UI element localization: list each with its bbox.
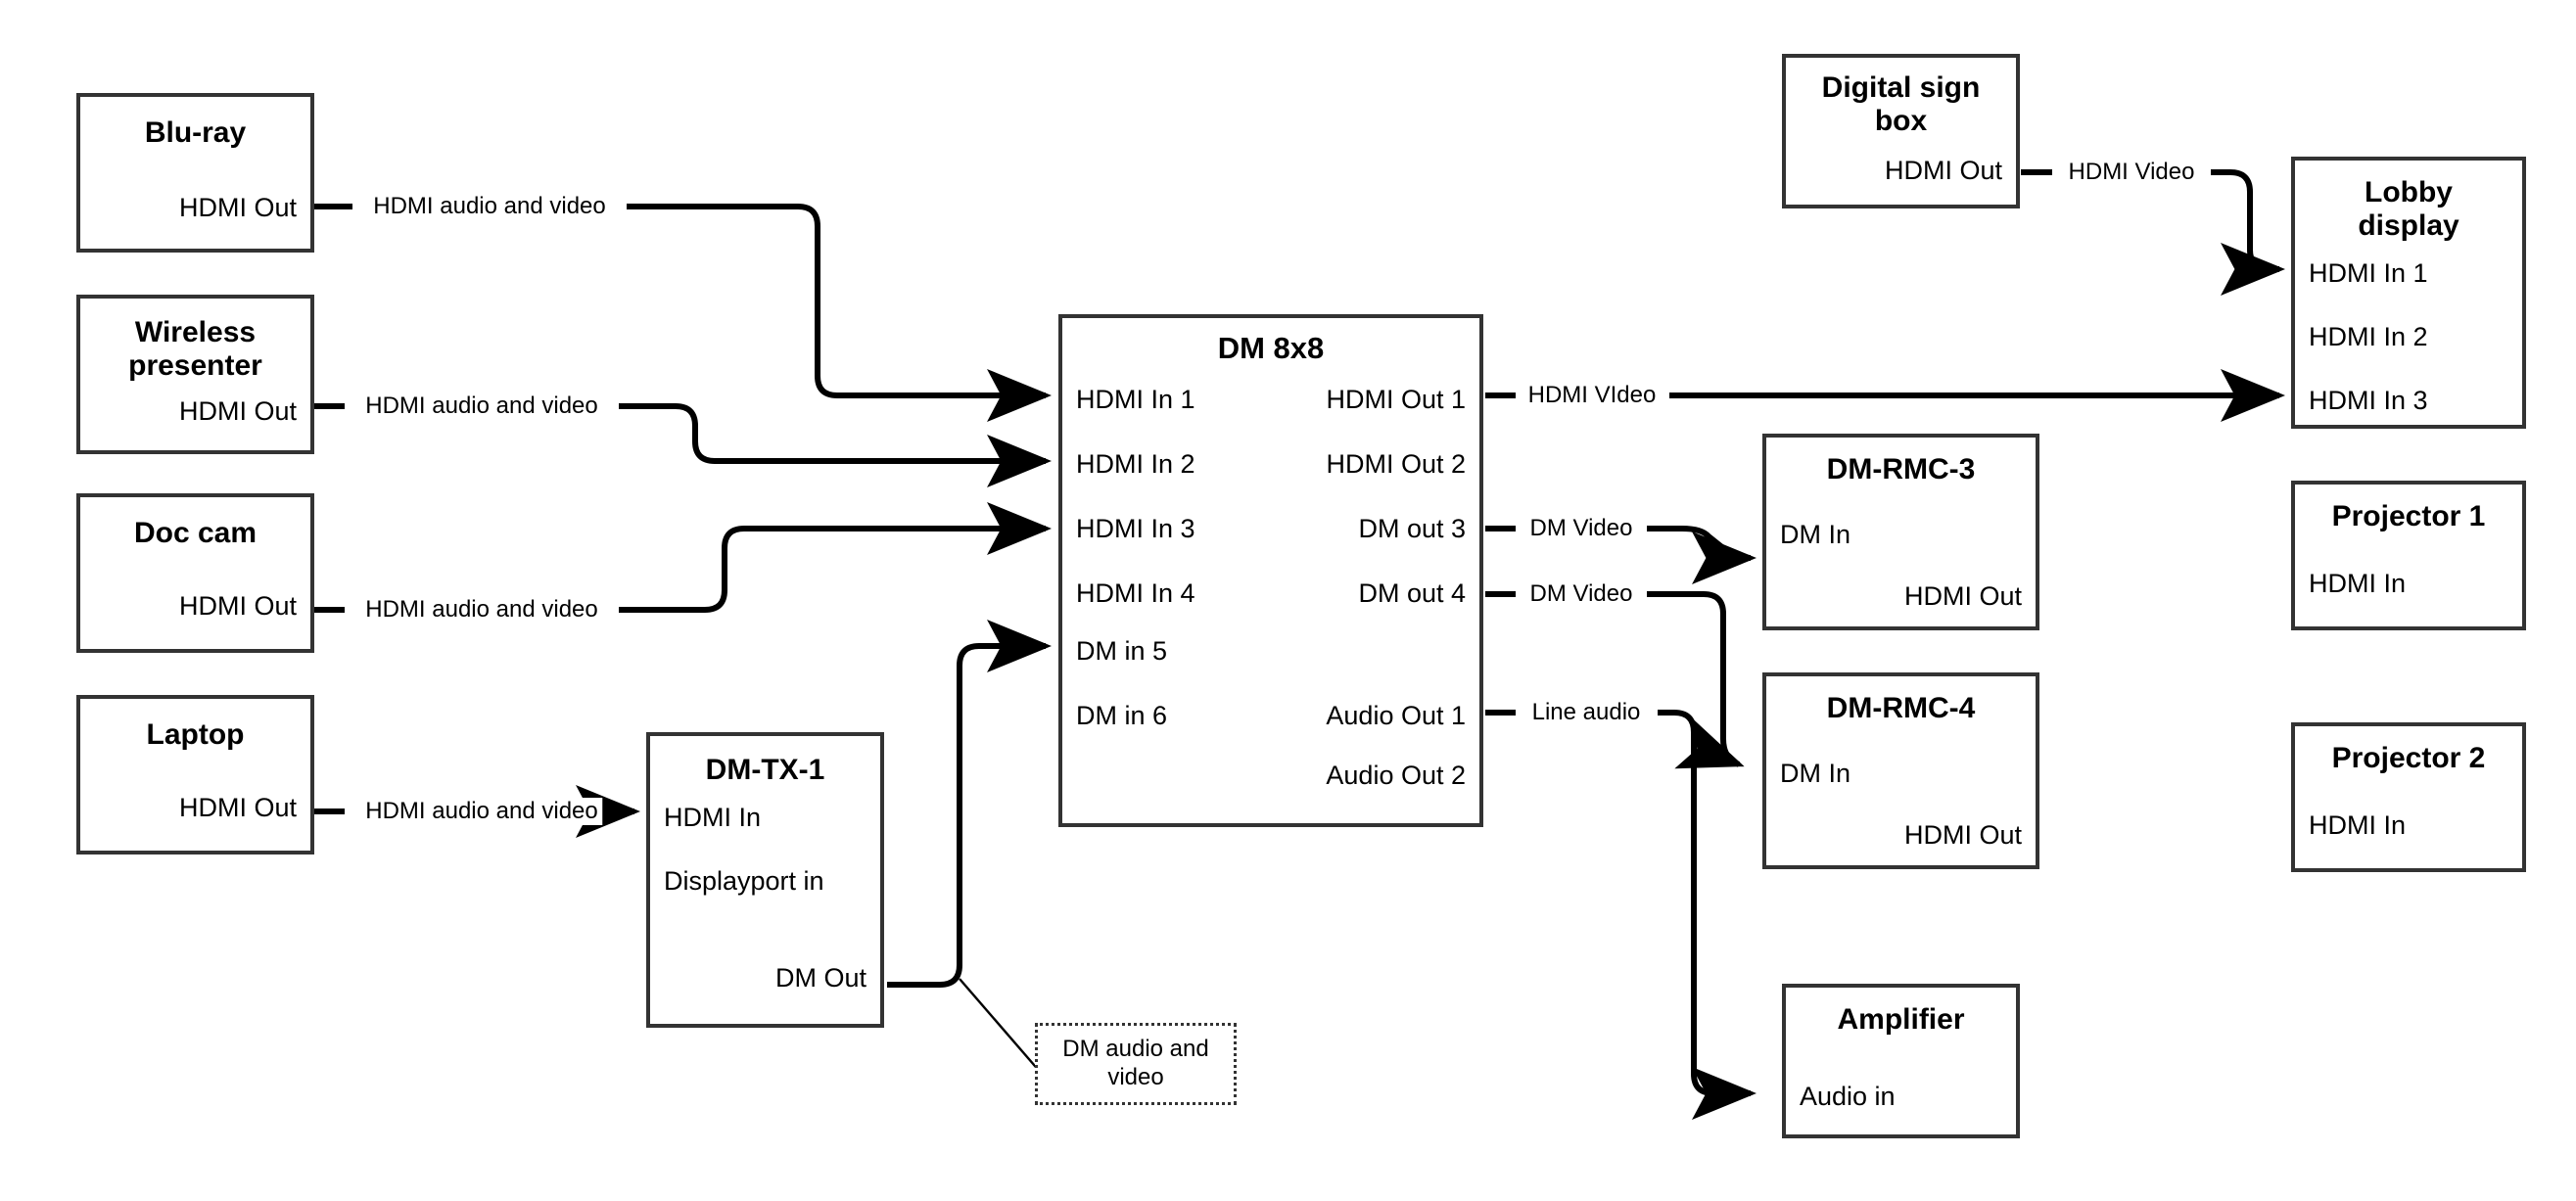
node-laptop[interactable]: Laptop HDMI Out xyxy=(76,695,314,855)
node-amplifier-port-audio-in: Audio in xyxy=(1800,1082,1896,1111)
node-dm-rmc-3-port-hdmi-out: HDMI Out xyxy=(1903,581,2022,611)
node-bluray[interactable]: Blu-ray HDMI Out xyxy=(76,93,314,253)
node-dm-8x8-output-dm-out-4: DM out 4 xyxy=(1358,578,1466,608)
node-lobby-display-title: Lobby display xyxy=(2358,176,2459,242)
link-label-dm-out-3-to-rmc3: DM Video xyxy=(1524,515,1638,542)
node-dm-tx-1-port-dm-out: DM Out xyxy=(774,963,866,993)
link-label-doccam-to-hdmi-in-3: HDMI audio and video xyxy=(360,596,603,624)
node-dm-8x8[interactable]: DM 8x8 HDMI In 1 HDMI In 2 HDMI In 3 HDM… xyxy=(1058,314,1483,827)
link-label-dm-out-4-to-rmc4: DM Video xyxy=(1524,580,1638,608)
node-laptop-title: Laptop xyxy=(146,718,245,751)
link-label-wireless-to-hdmi-in-2: HDMI audio and video xyxy=(360,393,603,420)
node-dm-tx-1-port-hdmi-in: HDMI In xyxy=(664,803,762,832)
node-dm-rmc-4-port-hdmi-out: HDMI Out xyxy=(1903,820,2022,850)
node-dm-rmc-3-port-dm-in: DM In xyxy=(1780,520,1851,549)
node-projector-1-port-hdmi-in: HDMI In xyxy=(2309,569,2407,598)
node-dm-tx-1-title: DM-TX-1 xyxy=(705,754,825,786)
link-label-signbox-to-lobby: HDMI Video xyxy=(2063,159,2200,186)
node-dm-8x8-output-audio-out-1: Audio Out 1 xyxy=(1326,701,1466,730)
node-dm-tx-1-port-displayport-in: Displayport in xyxy=(664,866,824,896)
node-dm-8x8-title: DM 8x8 xyxy=(1217,331,1325,365)
node-digital-sign-box-port-hdmi-out: HDMI Out xyxy=(1884,156,2002,185)
link-label-bluray-to-hdmi-in-1: HDMI audio and video xyxy=(368,193,611,220)
node-projector-1[interactable]: Projector 1 HDMI In xyxy=(2291,481,2526,630)
node-lobby-display-port-hdmi-in-1: HDMI In 1 xyxy=(2309,258,2428,288)
node-dm-8x8-output-audio-out-2: Audio Out 2 xyxy=(1326,761,1466,790)
node-dm-8x8-input-hdmi-in-4: HDMI In 4 xyxy=(1076,578,1195,608)
node-projector-1-title: Projector 1 xyxy=(2331,500,2486,532)
node-dm-rmc-3-title: DM-RMC-3 xyxy=(1826,453,1976,485)
node-digital-sign-box[interactable]: Digital sign box HDMI Out xyxy=(1782,54,2020,208)
node-projector-2-port-hdmi-in: HDMI In xyxy=(2309,810,2407,840)
node-wireless-presenter-port-hdmi-out: HDMI Out xyxy=(178,396,297,426)
node-lobby-display-port-hdmi-in-2: HDMI In 2 xyxy=(2309,322,2428,351)
node-dm-8x8-input-hdmi-in-3: HDMI In 3 xyxy=(1076,514,1195,543)
node-dm-rmc-3[interactable]: DM-RMC-3 DM In HDMI Out xyxy=(1762,434,2039,630)
node-doc-cam-port-hdmi-out: HDMI Out xyxy=(178,591,297,621)
node-amplifier[interactable]: Amplifier Audio in xyxy=(1782,984,2020,1138)
link-label-hdmi-out-1-to-lobby: HDMI VIdeo xyxy=(1522,382,1662,409)
node-doc-cam[interactable]: Doc cam HDMI Out xyxy=(76,493,314,653)
node-bluray-title: Blu-ray xyxy=(144,116,247,149)
node-dm-8x8-input-hdmi-in-2: HDMI In 2 xyxy=(1076,449,1195,479)
node-bluray-port-hdmi-out: HDMI Out xyxy=(178,193,297,222)
node-dm-8x8-input-hdmi-in-1: HDMI In 1 xyxy=(1076,385,1195,414)
node-lobby-display[interactable]: Lobby display HDMI In 1 HDMI In 2 HDMI I… xyxy=(2291,157,2526,429)
node-digital-sign-box-title: Digital sign box xyxy=(1821,71,1981,137)
node-wireless-presenter-title: Wireless presenter xyxy=(128,316,262,382)
link-label-laptop-to-dm-tx-1: HDMI audio and video xyxy=(360,798,603,825)
node-dm-8x8-output-hdmi-out-2: HDMI Out 2 xyxy=(1326,449,1466,479)
node-laptop-port-hdmi-out: HDMI Out xyxy=(178,793,297,822)
node-doc-cam-title: Doc cam xyxy=(133,517,258,549)
node-dm-8x8-input-dm-in-5: DM in 5 xyxy=(1076,636,1168,666)
node-dm-rmc-4[interactable]: DM-RMC-4 DM In HDMI Out xyxy=(1762,672,2039,869)
node-dm-8x8-input-dm-in-6: DM in 6 xyxy=(1076,701,1168,730)
link-label-audio-out-1-to-amplifier: Line audio xyxy=(1526,699,1646,726)
node-wireless-presenter[interactable]: Wireless presenter HDMI Out xyxy=(76,295,314,454)
node-projector-2-title: Projector 2 xyxy=(2331,742,2486,774)
annotation-dm-audio-and-video: DM audio and video xyxy=(1035,1023,1237,1105)
node-dm-8x8-output-dm-out-3: DM out 3 xyxy=(1358,514,1466,543)
node-dm-tx-1[interactable]: DM-TX-1 HDMI In Displayport in DM Out xyxy=(646,732,884,1028)
node-dm-8x8-output-hdmi-out-1: HDMI Out 1 xyxy=(1326,385,1466,414)
node-dm-rmc-4-title: DM-RMC-4 xyxy=(1826,692,1976,724)
node-projector-2[interactable]: Projector 2 HDMI In xyxy=(2291,722,2526,872)
node-dm-rmc-4-port-dm-in: DM In xyxy=(1780,759,1851,788)
node-amplifier-title: Amplifier xyxy=(1837,1003,1965,1036)
node-lobby-display-port-hdmi-in-3: HDMI In 3 xyxy=(2309,386,2428,415)
